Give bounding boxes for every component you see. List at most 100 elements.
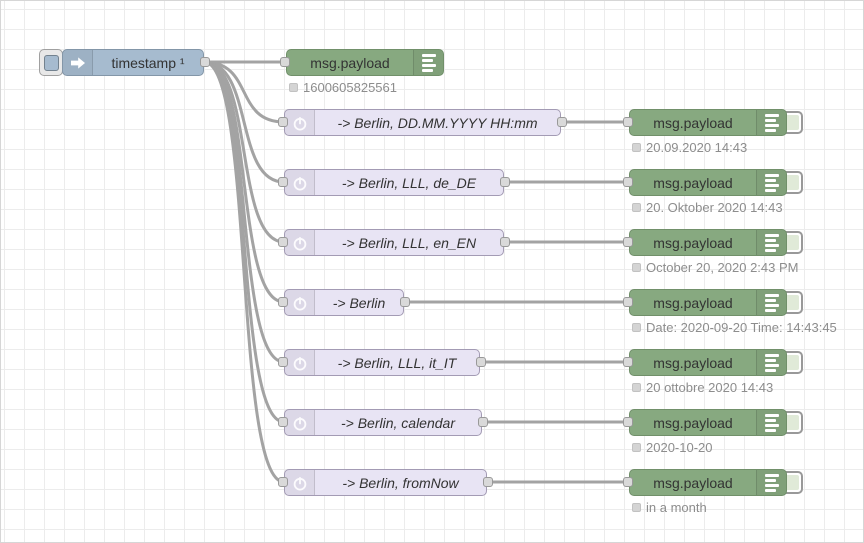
input-port[interactable] (623, 117, 633, 127)
output-port[interactable] (476, 357, 486, 367)
wire[interactable] (202, 60, 286, 184)
output-port[interactable] (557, 117, 567, 127)
node-status: Date: 2020-09-20 Time: 14:43:45 (632, 320, 837, 335)
inject-button-face (43, 54, 59, 71)
input-port[interactable] (623, 297, 633, 307)
node-status: 1600605825561 (289, 80, 397, 95)
node-status: 2020-10-20 (632, 440, 713, 455)
node-label: -> Berlin, LLL, en_EN (341, 234, 477, 251)
input-port[interactable] (278, 357, 288, 367)
clock-icon (285, 230, 315, 255)
status-text: Date: 2020-09-20 Time: 14:43:45 (646, 320, 837, 335)
node-label: msg.payload (653, 354, 733, 371)
debug-output-icon (756, 290, 786, 315)
wire[interactable] (202, 60, 286, 124)
node-status: 20 ottobre 2020 14:43 (632, 380, 773, 395)
clock-icon (285, 410, 315, 435)
input-port[interactable] (278, 117, 288, 127)
moment-node[interactable]: -> Berlin, calendar (278, 409, 488, 436)
input-port[interactable] (278, 297, 288, 307)
node-label: -> Berlin, LLL, de_DE (341, 174, 477, 191)
input-port[interactable] (623, 417, 633, 427)
debug-output-icon (756, 110, 786, 135)
status-indicator (632, 443, 641, 452)
node-label: -> Berlin, calendar (340, 414, 455, 431)
wire[interactable] (202, 60, 286, 484)
debug-node[interactable]: msg.payload 20.09.2020 14:43 (623, 109, 803, 155)
status-indicator (632, 323, 641, 332)
moment-node[interactable]: -> Berlin, DD.MM.YYYY HH:mm (278, 109, 567, 136)
output-port[interactable] (478, 417, 488, 427)
input-port[interactable] (623, 177, 633, 187)
input-port[interactable] (278, 177, 288, 187)
debug-node[interactable]: msg.payload Date: 2020-09-20 Time: 14:43… (623, 289, 837, 335)
node-label: msg.payload (653, 474, 733, 491)
node-label: -> Berlin, LLL, it_IT (337, 354, 457, 371)
status-indicator (632, 503, 641, 512)
debug-output-icon (756, 410, 786, 435)
status-indicator (632, 263, 641, 272)
debug-output-icon (756, 350, 786, 375)
clock-icon (285, 470, 315, 495)
node-label: -> Berlin (332, 294, 386, 311)
status-text: 2020-10-20 (646, 440, 713, 455)
input-port[interactable] (280, 57, 290, 67)
moment-node[interactable]: -> Berlin, LLL, de_DE (278, 169, 510, 196)
output-port[interactable] (400, 297, 410, 307)
output-port[interactable] (500, 177, 510, 187)
input-port[interactable] (278, 477, 288, 487)
debug-output-icon (756, 230, 786, 255)
node-label: msg.payload (653, 174, 733, 191)
input-port[interactable] (623, 477, 633, 487)
inject-node-timestamp[interactable]: timestamp ¹ (62, 49, 210, 76)
output-port[interactable] (200, 57, 210, 67)
status-indicator (632, 143, 641, 152)
status-text: 20 ottobre 2020 14:43 (646, 380, 774, 395)
node-status: in a month (632, 500, 707, 515)
status-text: 1600605825561 (303, 80, 397, 95)
input-port[interactable] (623, 237, 633, 247)
moment-node[interactable]: -> Berlin, LLL, en_EN (278, 229, 510, 256)
status-indicator (289, 83, 298, 92)
moment-node[interactable]: -> Berlin (278, 289, 410, 316)
node-status: 20. Oktober 2020 14:43 (632, 200, 783, 215)
node-status: 20.09.2020 14:43 (632, 140, 747, 155)
node-label: msg.payload (653, 414, 733, 431)
node-status: October 20, 2020 2:43 PM (632, 260, 798, 275)
inject-button[interactable] (39, 49, 63, 76)
clock-icon (285, 290, 315, 315)
debug-node[interactable]: msg.payload 20. Oktober 2020 14:43 (623, 169, 803, 215)
debug-node[interactable]: msg.payload 2020-10-20 (623, 409, 803, 455)
debug-node[interactable]: msg.payload October 20, 2020 2:43 PM (623, 229, 803, 275)
clock-icon (285, 170, 315, 195)
status-text: October 20, 2020 2:43 PM (646, 260, 799, 275)
moment-node[interactable]: -> Berlin, fromNow (278, 469, 493, 496)
input-port[interactable] (623, 357, 633, 367)
output-port[interactable] (500, 237, 510, 247)
output-port[interactable] (483, 477, 493, 487)
clock-icon (285, 350, 315, 375)
node-label: -> Berlin, DD.MM.YYYY HH:mm (337, 114, 538, 131)
inject-arrow-icon (63, 50, 93, 75)
clock-icon (285, 110, 315, 135)
node-label: msg.payload (653, 294, 733, 311)
node-label: msg.payload (653, 114, 733, 131)
moment-node[interactable]: -> Berlin, LLL, it_IT (278, 349, 486, 376)
node-label: -> Berlin, fromNow (342, 474, 459, 491)
status-text: 20. Oktober 2020 14:43 (646, 200, 783, 215)
node-label: msg.payload (310, 54, 390, 71)
debug-node[interactable]: msg.payload 1600605825561 (280, 49, 444, 95)
status-text: in a month (646, 500, 707, 515)
status-text: 20.09.2020 14:43 (646, 140, 748, 155)
debug-node[interactable]: msg.payload 20 ottobre 2020 14:43 (623, 349, 803, 395)
debug-node[interactable]: msg.payload in a month (623, 469, 803, 515)
input-port[interactable] (278, 237, 288, 247)
wire[interactable] (202, 60, 286, 364)
debug-output-icon (756, 470, 786, 495)
input-port[interactable] (278, 417, 288, 427)
status-indicator (632, 383, 641, 392)
debug-output-icon (413, 50, 443, 75)
node-label: timestamp ¹ (111, 54, 185, 71)
